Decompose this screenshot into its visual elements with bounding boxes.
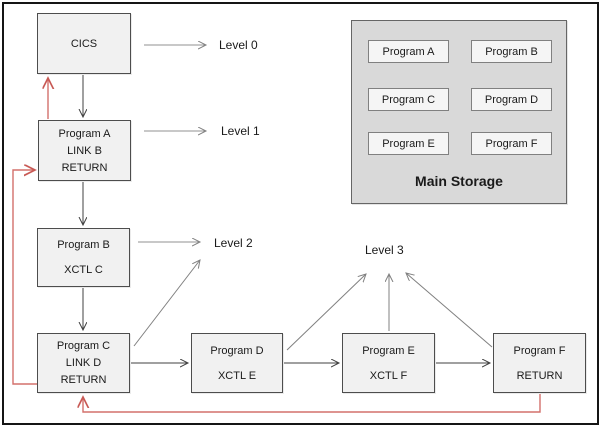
label-level-3: Level 3	[365, 243, 404, 257]
storage-program-a: Program A	[368, 40, 449, 63]
storage-program-d: Program D	[471, 88, 552, 111]
main-storage-title: Main Storage	[415, 173, 503, 189]
return-arrow-program-f-to-program-c	[83, 394, 541, 413]
arrow-program-f-to-level-3	[406, 273, 493, 348]
box-program-a-title: Program A	[58, 127, 111, 140]
label-level-2: Level 2	[214, 236, 253, 250]
arrow-program-d-to-level-3	[286, 274, 366, 351]
box-program-c: Program C LINK D RETURN	[37, 333, 130, 393]
box-program-d-cmd: XCTL E	[217, 369, 257, 382]
box-program-f-return: RETURN	[516, 369, 563, 382]
label-level-1: Level 1	[221, 124, 260, 138]
box-cics-label: CICS	[70, 37, 98, 50]
box-cics: CICS	[37, 13, 131, 74]
return-arrow-program-c-to-program-a	[12, 170, 37, 385]
box-program-b-cmd: XCTL C	[64, 263, 103, 276]
storage-program-f: Program F	[471, 132, 552, 155]
main-storage-panel: Program A Program B Program C Program D …	[351, 20, 567, 204]
box-program-e-title: Program E	[362, 344, 415, 357]
box-program-b: Program B XCTL C	[37, 228, 130, 287]
box-program-f-title: Program F	[513, 344, 566, 357]
box-program-c-return: RETURN	[60, 373, 107, 386]
storage-program-e: Program E	[368, 132, 449, 155]
box-program-d: Program D XCTL E	[191, 333, 283, 393]
box-program-b-title: Program B	[57, 239, 110, 252]
storage-program-b: Program B	[471, 40, 552, 63]
storage-program-c: Program C	[368, 88, 449, 111]
arrow-program-c-to-level-2	[133, 260, 200, 347]
box-program-c-cmd: LINK D	[65, 356, 102, 369]
box-program-d-title: Program D	[210, 344, 264, 357]
box-program-e: Program E XCTL F	[342, 333, 435, 393]
box-program-f: Program F RETURN	[493, 333, 586, 393]
label-level-0: Level 0	[219, 38, 258, 52]
box-program-a-cmd: LINK B	[67, 144, 102, 157]
box-program-e-cmd: XCTL F	[369, 369, 408, 382]
box-program-a-return: RETURN	[61, 161, 108, 174]
box-program-a: Program A LINK B RETURN	[38, 120, 131, 181]
box-program-c-title: Program C	[56, 340, 111, 353]
